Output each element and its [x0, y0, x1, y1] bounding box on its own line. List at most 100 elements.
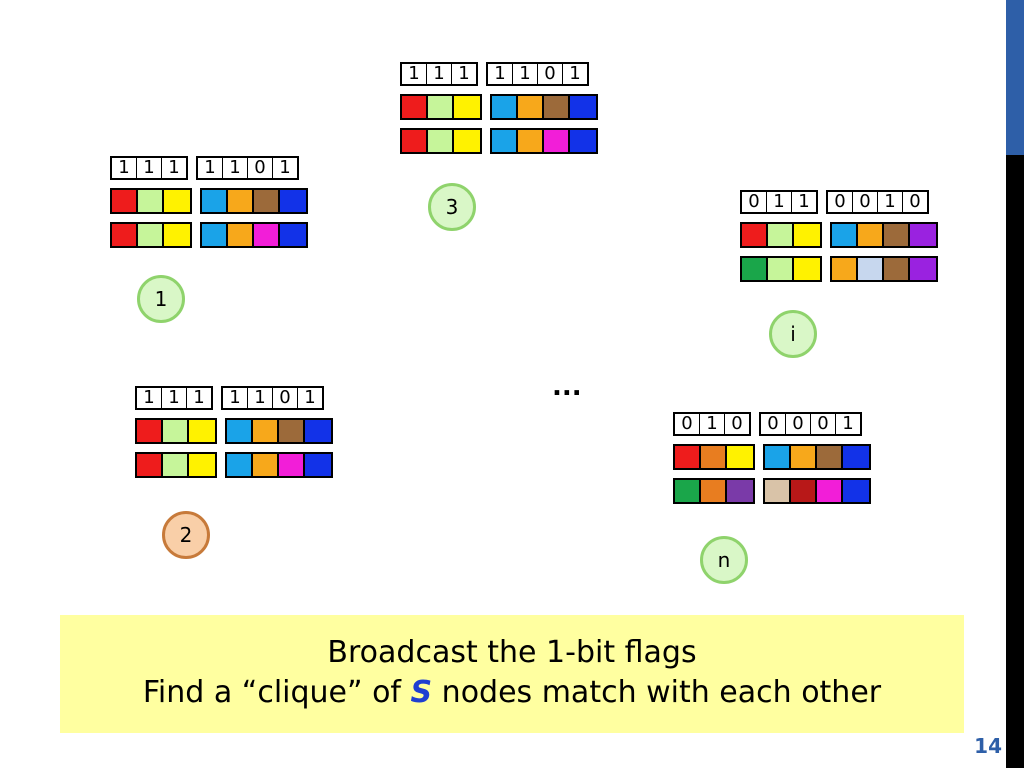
color-cell	[832, 224, 858, 246]
color-cell	[228, 190, 254, 212]
bit-flag: 1	[488, 64, 513, 84]
color-group	[200, 222, 308, 248]
color-group	[400, 128, 482, 154]
color-row	[740, 256, 938, 282]
color-cell	[701, 446, 727, 468]
color-cell	[227, 420, 253, 442]
node-1: 1	[137, 275, 185, 323]
bit-flag: 1	[168, 157, 180, 178]
color-cell	[884, 258, 910, 280]
bit-flag: 1	[700, 414, 725, 434]
color-row	[135, 452, 333, 478]
bit-flag: 0	[786, 414, 811, 434]
color-group	[110, 188, 192, 214]
color-cell	[164, 190, 190, 212]
color-cell	[228, 224, 254, 246]
caption-box: Broadcast the 1-bit flags Find a “clique…	[60, 615, 964, 733]
color-cell	[163, 454, 189, 476]
bit-flag: 1	[223, 158, 248, 178]
color-cell	[492, 96, 518, 118]
color-cell	[428, 96, 454, 118]
color-cell	[402, 130, 428, 152]
color-row	[400, 128, 598, 154]
caption-line-2: Find a “clique” of S nodes match with ea…	[60, 675, 964, 710]
color-cell	[279, 454, 305, 476]
bit-flag: 0	[731, 413, 743, 434]
bit-flag: 0	[273, 388, 298, 408]
color-group	[490, 128, 598, 154]
node-3: 3	[428, 183, 476, 231]
color-cell	[794, 224, 820, 246]
color-cell	[768, 224, 794, 246]
color-cell	[227, 454, 253, 476]
color-cell	[189, 454, 215, 476]
color-group	[110, 222, 192, 248]
color-group	[763, 444, 871, 470]
color-row	[135, 418, 333, 444]
bit-flag: 1	[193, 387, 205, 408]
color-cell	[843, 480, 869, 502]
color-cell	[858, 258, 884, 280]
color-cell	[279, 420, 305, 442]
color-group	[830, 222, 938, 248]
color-cell	[817, 480, 843, 502]
bit-flag: 1	[248, 388, 273, 408]
color-cell	[791, 446, 817, 468]
color-cell	[544, 96, 570, 118]
bit-flag: 1	[304, 387, 316, 408]
node-i: i	[769, 310, 817, 358]
bit-flag: 0	[742, 192, 767, 212]
bit-flag: 0	[828, 192, 853, 212]
color-cell	[280, 224, 306, 246]
bit-flag: 0	[853, 192, 878, 212]
color-row	[400, 94, 598, 120]
color-cell	[137, 454, 163, 476]
bit-flag: 1	[513, 64, 538, 84]
color-group	[673, 444, 755, 470]
color-cell	[112, 190, 138, 212]
color-group	[135, 418, 217, 444]
color-cell	[402, 96, 428, 118]
color-cell	[253, 454, 279, 476]
color-cell	[305, 420, 331, 442]
color-cell	[765, 446, 791, 468]
bit-flag: 1	[427, 64, 452, 84]
bit-flag: 0	[811, 414, 836, 434]
color-cell	[910, 224, 936, 246]
color-cell	[675, 480, 701, 502]
color-cell	[832, 258, 858, 280]
color-cell	[817, 446, 843, 468]
color-cell	[910, 258, 936, 280]
color-cell	[428, 130, 454, 152]
color-cell	[544, 130, 570, 152]
bit-flag: 1	[402, 64, 427, 84]
bit-flag: 0	[909, 191, 921, 212]
color-cell	[518, 130, 544, 152]
color-cell	[518, 96, 544, 118]
color-group	[225, 418, 333, 444]
color-cell	[254, 190, 280, 212]
bit-flag: 0	[761, 414, 786, 434]
color-row	[673, 444, 871, 470]
bit-flag: 0	[675, 414, 700, 434]
bit-flag: 0	[248, 158, 273, 178]
bit-flag: 1	[878, 192, 903, 212]
bit-flag: 1	[842, 413, 854, 434]
slide-number: 14	[974, 734, 1002, 758]
bit-flag: 1	[798, 191, 810, 212]
color-cell	[884, 224, 910, 246]
color-row	[740, 222, 938, 248]
bit-flag: 1	[279, 157, 291, 178]
bit-flag: 1	[569, 63, 581, 84]
color-cell	[202, 224, 228, 246]
